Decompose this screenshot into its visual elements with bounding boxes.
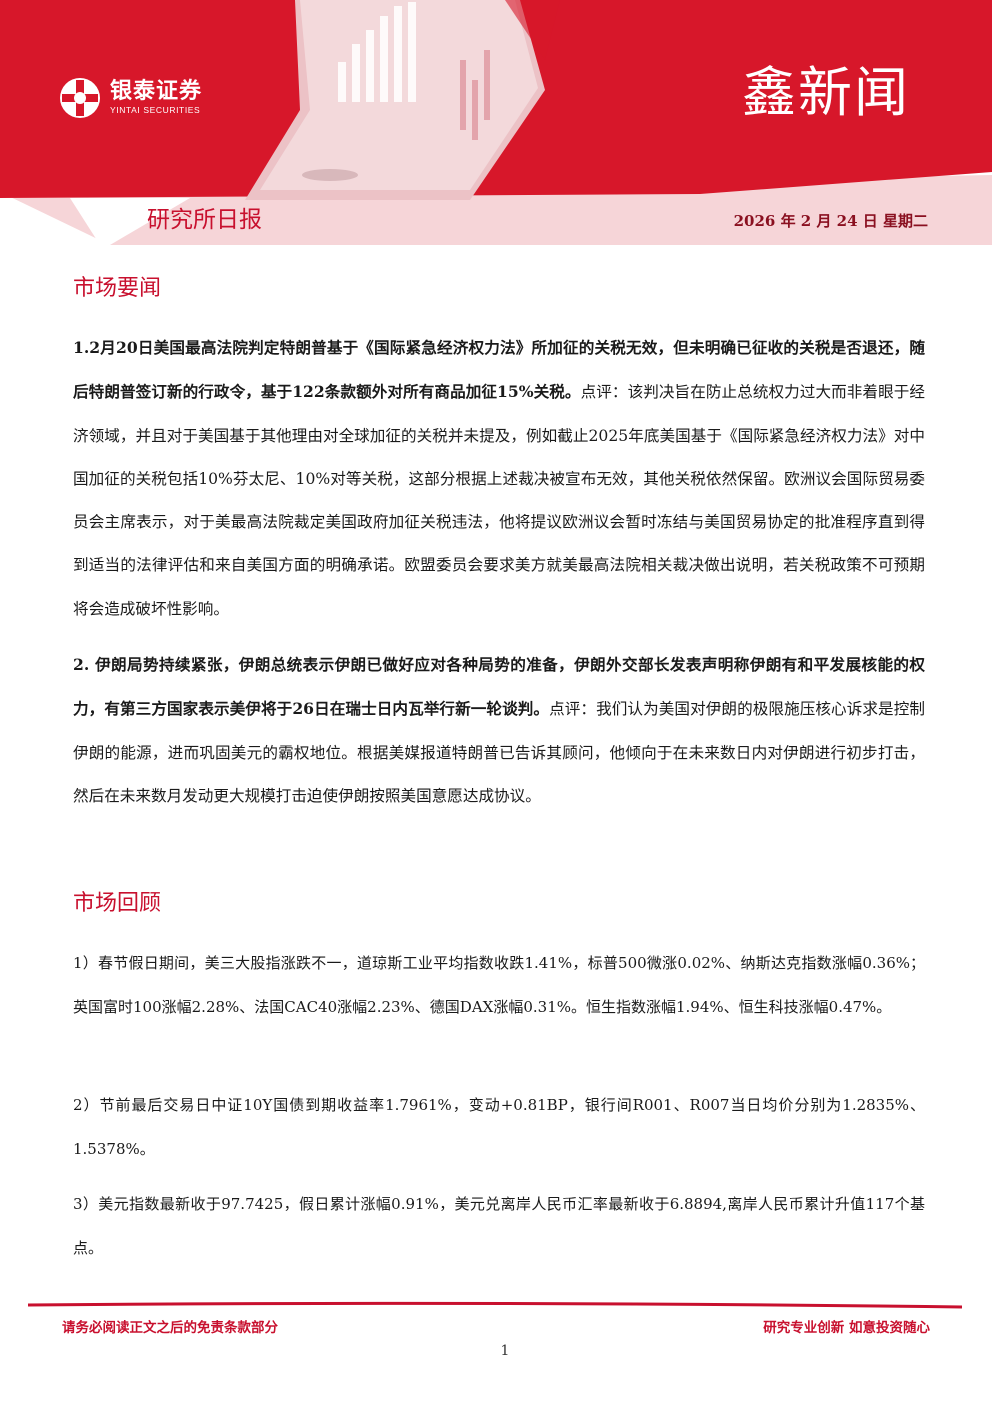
logo-chinese-name: 银泰证券 [110,79,203,104]
news-item-2: 2. 伊朗局势持续紧张，伊朗总统表示伊朗已做好应对各种局势的准备，伊朗外交部长发… [73,643,925,818]
news-item-1-headline: 1.2月20日美国最高法院判定特朗普基于《国际紧急经济权力法》所加征的关税无效，… [73,338,925,402]
review-item-1: 1）春节假日期间，美三大股指涨跌不一，道琼斯工业平均指数收跌1.41%，标普50… [73,954,925,1016]
section-title-market-news: 市场要闻 [73,276,162,301]
footer-disclaimer: 请务必阅读正文之后的免责条款部分 [62,1320,278,1336]
footer-slogan: 研究专业创新 如意投资随心 [763,1320,930,1336]
report-date: 2026 年 2 月 24 日 星期二 [733,212,928,230]
news-item-1: 1.2月20日美国最高法院判定特朗普基于《国际紧急经济权力法》所加征的关税无效，… [73,326,925,631]
news-item-1-comment: 点评：该判决旨在防止总统权力过大而非着眼于经济领域，并且对于美国基于其他理由对全… [73,383,925,618]
review-item-2: 2）节前最后交易日中证10Y国债到期收益率1.7961%，变动+0.81BP，银… [73,1096,925,1158]
banner-photo-window [245,0,560,200]
brand-title: 鑫新闻 [742,61,910,124]
report-title: 研究所日报 [147,207,262,233]
news-item-2-headline: 2. 伊朗局势持续紧张，伊朗总统表示伊朗已做好应对各种局势的准备，伊朗外交部长发… [73,655,925,719]
company-logo: 银泰证券 YINTAI SECURITIES [58,76,202,120]
news-item-2-comment: 点评：我们认为美国对伊朗的极限施压核心诉求是控制伊朗的能源，进而巩固美元的霸权地… [73,700,925,805]
review-item-3: 3）美元指数最新收于97.7425，假日累计涨幅0.91%，美元兑离岸人民币汇率… [73,1195,925,1257]
header-banner [0,0,992,245]
logo-emblem-icon [60,78,100,118]
logo-english-name: YINTAI SECURITIES [110,105,201,115]
page-number: 1 [500,1343,510,1359]
footer-divider [28,1301,962,1309]
section-title-market-review: 市场回顾 [73,891,162,916]
